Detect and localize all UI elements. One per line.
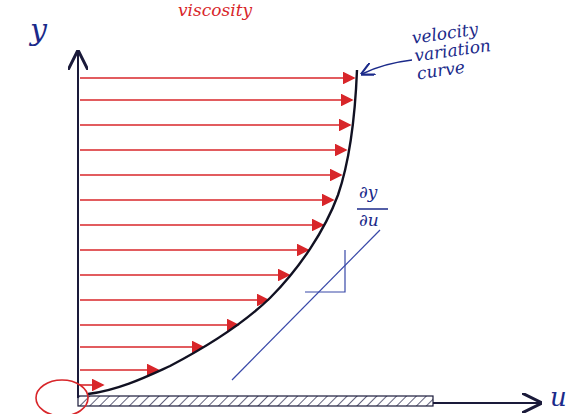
fraction-numerator: ∂y — [359, 184, 377, 202]
u-axis — [433, 402, 540, 404]
slope-triangle — [305, 250, 345, 292]
axis-label: y — [30, 14, 47, 46]
note-text: viscosity — [178, 2, 252, 20]
tangent-line — [232, 230, 380, 380]
fixed-plate — [78, 396, 433, 406]
fraction-denominator: ∂u — [359, 212, 379, 230]
annotation-arrow — [362, 60, 412, 74]
y-axis — [77, 52, 79, 398]
highlight-circle — [36, 380, 88, 414]
velocity-curve — [88, 70, 357, 394]
fraction-bar — [357, 208, 388, 210]
annotation-text: velocity variation curve — [411, 15, 527, 83]
axis-label: u — [550, 384, 567, 411]
